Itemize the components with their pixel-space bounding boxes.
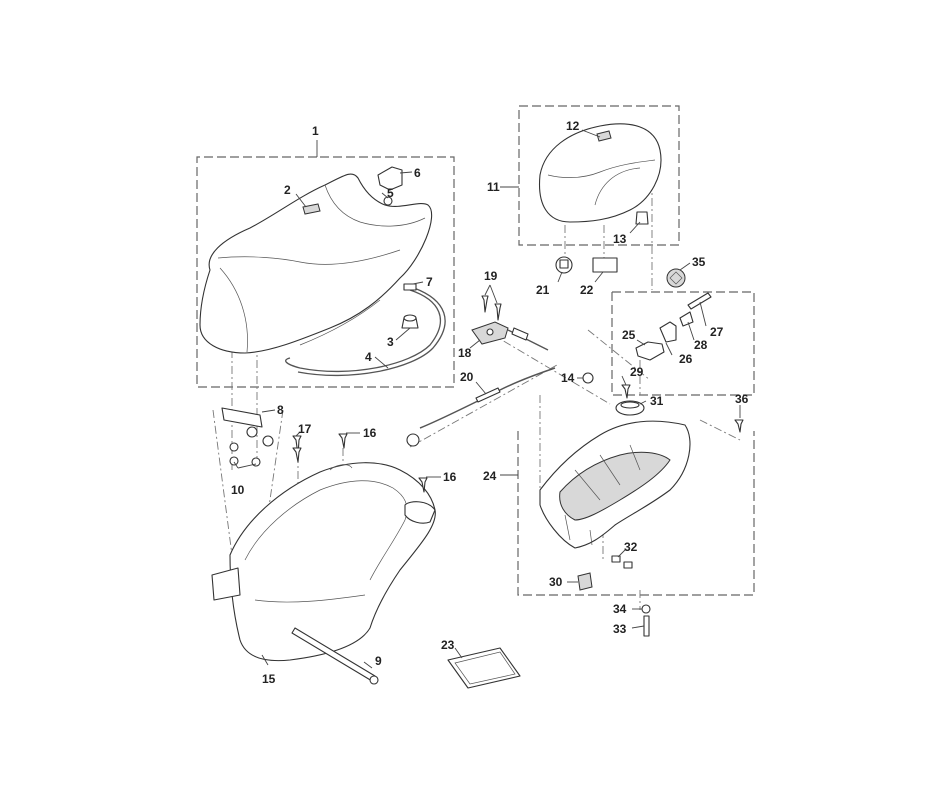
callout-17: 17	[298, 422, 312, 436]
callout-14: 14	[561, 371, 575, 385]
callout-21: 21	[536, 283, 550, 297]
group-box-hinge-assembly	[611, 291, 755, 396]
callout-10: 10	[231, 483, 245, 497]
callout-20: 20	[460, 370, 474, 384]
long-bolt	[291, 627, 379, 685]
luggage-box	[211, 462, 436, 662]
callout-30: 30	[549, 575, 563, 589]
bolt-33	[641, 604, 651, 637]
seal-ring	[615, 400, 645, 416]
screw-36	[734, 419, 744, 433]
callout-13: 13	[613, 232, 627, 246]
callout-labels: 1 2 3 4 5 6 7 8 9 10 11 12 13 14 15 16 1…	[231, 119, 749, 686]
label-decal-square	[592, 257, 618, 273]
callout-11: 11	[487, 180, 500, 194]
label-decal-round	[555, 256, 573, 274]
callout-33: 33	[613, 622, 627, 636]
callout-5: 5	[387, 186, 394, 200]
seat-bracket	[377, 166, 403, 206]
callout-1: 1	[312, 124, 319, 138]
emblem-badge	[666, 268, 686, 288]
latch-plate	[471, 321, 549, 351]
callout-12: 12	[566, 119, 580, 133]
callout-22: 22	[580, 283, 594, 297]
callout-8: 8	[277, 403, 284, 417]
clip-nut-32	[611, 555, 633, 569]
callout-34: 34	[613, 602, 627, 616]
seat-cable	[285, 283, 446, 377]
callout-7: 7	[426, 275, 433, 289]
callout-15: 15	[262, 672, 276, 686]
owners-manual	[447, 647, 521, 689]
callout-19: 19	[484, 269, 498, 283]
damper-small	[635, 211, 649, 225]
callout-28: 28	[694, 338, 708, 352]
screw-17	[292, 435, 302, 463]
group-box-tail-box	[500, 431, 755, 596]
callout-16b: 16	[443, 470, 457, 484]
callout-9: 9	[375, 654, 382, 668]
callout-24: 24	[483, 469, 497, 483]
callout-3: 3	[387, 335, 394, 349]
callout-23: 23	[441, 638, 455, 652]
seat-alternate	[538, 123, 662, 223]
screws-pair	[481, 295, 502, 321]
hinge-pin	[679, 292, 712, 327]
screw-16a	[338, 433, 348, 449]
screw-16b	[418, 477, 428, 493]
relay-30	[577, 572, 593, 591]
callout-4: 4	[365, 350, 372, 364]
rear-frame-cover	[539, 420, 691, 549]
callout-36: 36	[735, 392, 749, 406]
hinge-base-8	[221, 407, 274, 447]
seat-main	[199, 173, 433, 354]
callout-31: 31	[650, 394, 664, 408]
callout-25: 25	[622, 328, 636, 342]
damper-rubber	[401, 314, 419, 329]
group-box-seat-alt	[500, 105, 680, 246]
release-cable	[406, 367, 556, 447]
callout-16a: 16	[363, 426, 377, 440]
callout-27: 27	[710, 325, 724, 339]
callout-6: 6	[414, 166, 421, 180]
callout-18: 18	[458, 346, 472, 360]
callout-29: 29	[630, 365, 644, 379]
nut-14	[582, 372, 594, 384]
callout-32: 32	[624, 540, 638, 554]
hinge-bracket	[635, 321, 677, 361]
screw-29	[621, 384, 631, 399]
callout-26: 26	[679, 352, 693, 366]
group-box-seat-assembly	[196, 140, 455, 388]
leader-lines	[233, 129, 741, 669]
callout-2: 2	[284, 183, 291, 197]
callout-35: 35	[692, 255, 706, 269]
